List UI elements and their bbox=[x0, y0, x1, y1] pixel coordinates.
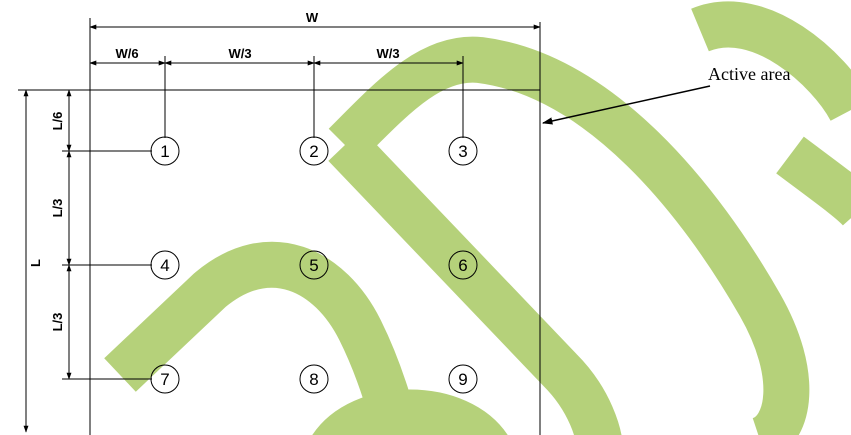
point-7-circle bbox=[150, 364, 180, 394]
point-4-label: 4 bbox=[160, 256, 169, 275]
point-6-circle bbox=[448, 250, 478, 280]
watermark-logo bbox=[104, 1, 851, 435]
length-first-label: L/6 bbox=[50, 112, 65, 131]
active-area-label: Active area bbox=[708, 64, 790, 84]
length-third-label: L/3 bbox=[50, 313, 65, 332]
length-second-label: L/3 bbox=[50, 199, 65, 218]
point-6-label: 6 bbox=[458, 256, 467, 275]
point-3-circle bbox=[448, 136, 478, 166]
active-area-arrow bbox=[541, 85, 711, 125]
point-1-circle bbox=[150, 136, 180, 166]
point-2-label: 2 bbox=[309, 142, 318, 161]
width-dimensions bbox=[89, 18, 541, 138]
width-third-label: W/3 bbox=[376, 46, 399, 61]
point-4-circle bbox=[150, 250, 180, 280]
point-8-circle bbox=[299, 364, 329, 394]
measurement-points bbox=[150, 136, 478, 394]
point-9-circle bbox=[448, 364, 478, 394]
point-8-label: 8 bbox=[309, 370, 318, 389]
point-1-label: 1 bbox=[160, 142, 169, 161]
point-7-label: 7 bbox=[160, 370, 169, 389]
point-9-label: 9 bbox=[458, 370, 467, 389]
width-second-label: W/3 bbox=[228, 46, 251, 61]
point-5-circle bbox=[299, 250, 329, 280]
point-3-label: 3 bbox=[458, 142, 467, 161]
point-5-label: 5 bbox=[309, 256, 318, 275]
point-2-circle bbox=[299, 136, 329, 166]
length-dimensions bbox=[18, 89, 152, 433]
width-total-label: W bbox=[306, 10, 319, 25]
length-total-label: L bbox=[28, 259, 43, 267]
width-first-label: W/6 bbox=[115, 46, 138, 61]
